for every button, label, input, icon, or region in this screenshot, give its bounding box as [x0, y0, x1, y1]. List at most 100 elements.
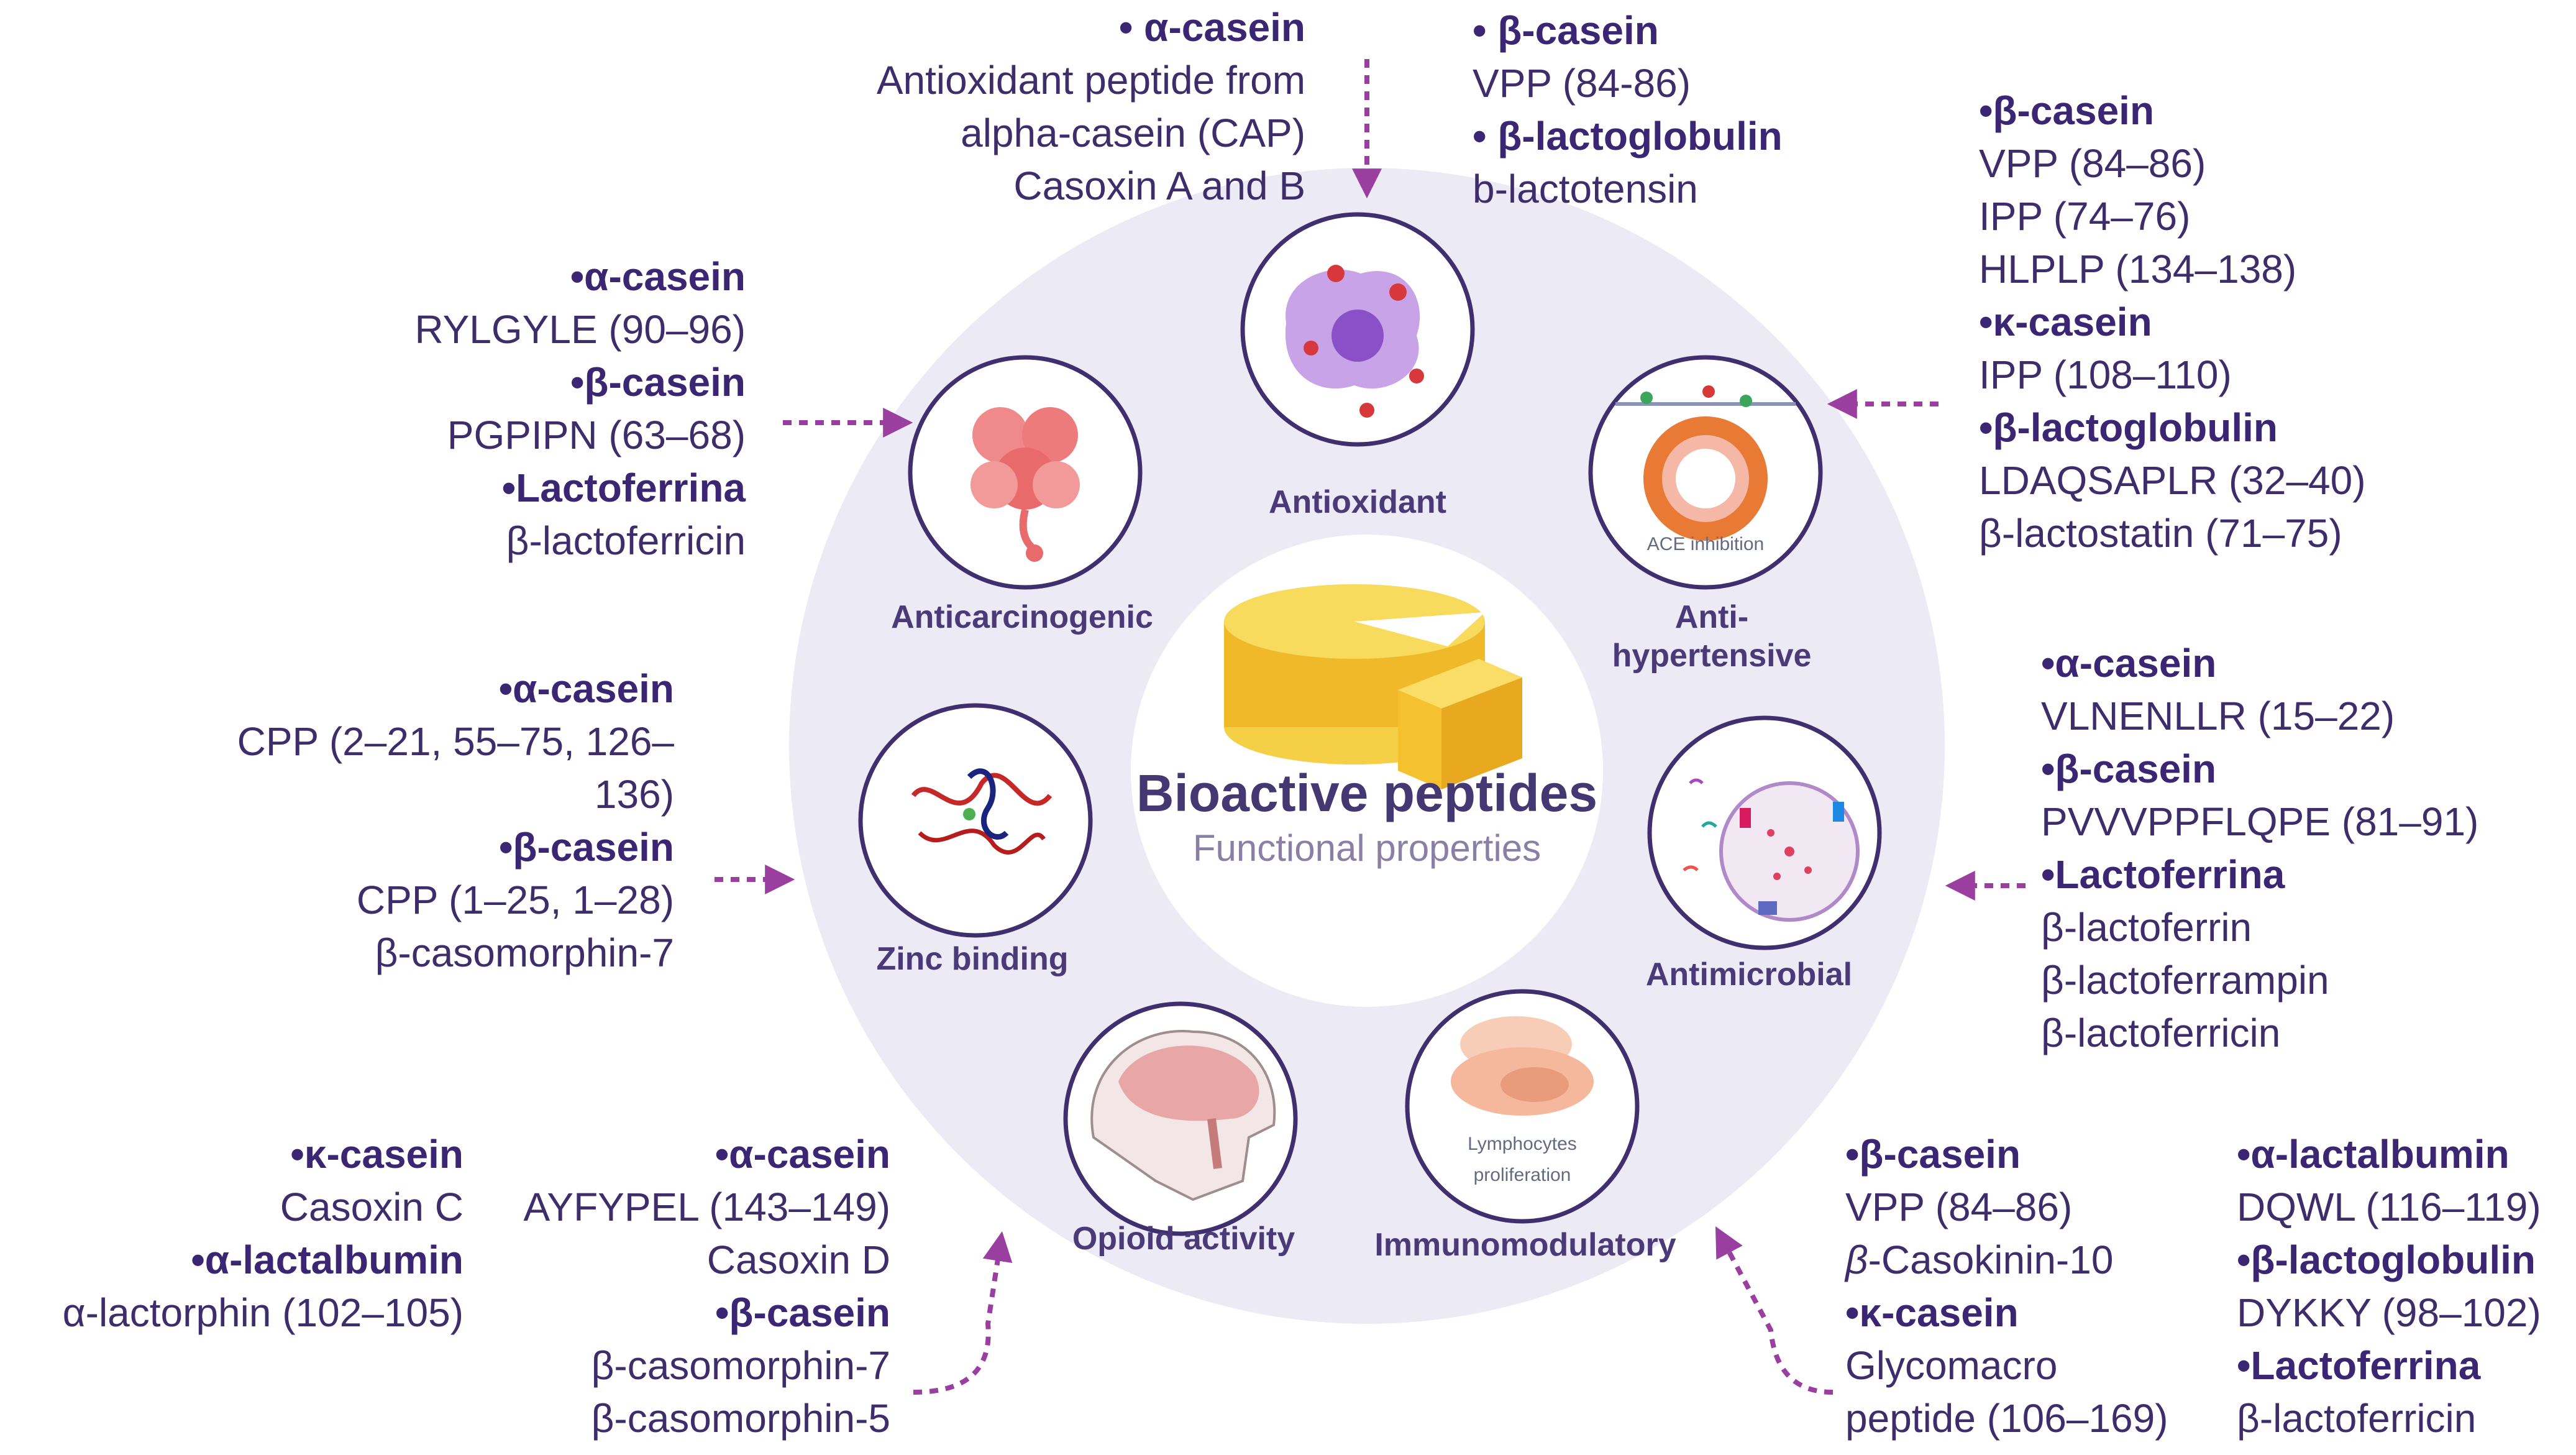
list-heading: •β-lactoglobulin — [2237, 1237, 2536, 1282]
list-item: Casoxin D — [706, 1237, 890, 1282]
list-item: β-casomorphin-5 — [591, 1396, 890, 1441]
list-heading: •α-lactalbumin — [191, 1237, 464, 1282]
list-heading: •β-casein — [2041, 746, 2217, 791]
list-item: β-casomorphin-7 — [591, 1343, 890, 1388]
list-item: PVVVPPFLQPE (81–91) — [2041, 799, 2479, 844]
list-item: DYKKY (98–102) — [2237, 1290, 2541, 1335]
opioid-node: Opioid activity — [1063, 1001, 1298, 1257]
list-item: LDAQSAPLR (32–40) — [1979, 458, 2366, 503]
antihypertensive-node: ACE inhibition Anti- hypertensive — [1588, 355, 1823, 674]
opioid-label: Opioid activity — [1072, 1221, 1295, 1257]
zinc-binding-label: Zinc binding — [876, 941, 1068, 977]
list-item: β-lactostatin (71–75) — [1979, 511, 2342, 556]
list-item: β-lactoferrin — [2041, 905, 2252, 950]
list-heading: •α-casein — [2041, 641, 2217, 686]
artery-icon — [1615, 385, 1796, 541]
antimicrobial-node: Antimicrobial — [1646, 715, 1882, 993]
list-heading: •β-lactoglobulin — [1979, 405, 2278, 450]
list-item: VPP (84–86) — [1845, 1185, 2073, 1229]
center-subtitle: Functional properties — [1193, 827, 1541, 869]
list-heading: •κ-casein — [1979, 300, 2152, 344]
list-heading: •Lactoferrina — [501, 466, 746, 510]
antihypertensive-label-2: hypertensive — [1612, 638, 1812, 674]
list-item: Antioxidant peptide from — [876, 58, 1305, 103]
brain-icon — [1090, 1030, 1276, 1201]
list-item: alpha-casein (CAP) — [961, 111, 1305, 155]
list-item: Casoxin A and B — [1013, 163, 1305, 208]
list-heading: • α-casein — [1118, 5, 1305, 50]
list-heading: • β-lactoglobulin — [1473, 114, 1783, 158]
lymphocytes-label-1: Lymphocytes — [1468, 1134, 1577, 1154]
list-item: β-lactoferricin — [2237, 1396, 2477, 1441]
anticarcinogenic-node: Anticarcinogenic — [891, 355, 1153, 635]
list-item: HLPLP (134–138) — [1979, 247, 2297, 291]
lymphocytes-label-2: proliferation — [1474, 1165, 1571, 1185]
list-heading: •β-casein — [570, 360, 746, 405]
list-item: α-lactorphin (102–105) — [62, 1290, 464, 1335]
center-title: Bioactive peptides — [1136, 764, 1597, 822]
list-heading: •Lactoferrina — [2237, 1343, 2481, 1388]
arrow-immunomodulatory — [1715, 1226, 1834, 1395]
list-heading: •κ-casein — [290, 1132, 464, 1177]
list-item: Glycomacro — [1845, 1343, 2058, 1388]
list-heading: •α-casein — [570, 254, 746, 299]
immunomodulatory-label: Immunomodulatory — [1374, 1227, 1676, 1263]
list-item: IPP (74–76) — [1979, 194, 2191, 239]
list-heading: •Lactoferrina — [2041, 852, 2285, 897]
list-heading: •α-casein — [715, 1132, 890, 1177]
list-item: Casoxin C — [280, 1185, 464, 1229]
list-heading: •α-lactalbumin — [2237, 1132, 2510, 1177]
cell-icon — [1285, 265, 1424, 418]
list-item: b-lactotensin — [1473, 167, 1698, 211]
tumor-icon — [971, 407, 1080, 562]
list-heading: •α-casein — [498, 666, 674, 711]
list-heading: •β-casein — [1845, 1132, 2021, 1177]
list-heading: •β-casein — [498, 825, 674, 870]
list-item: β-lactoferrampin — [2041, 958, 2329, 1003]
list-heading: •κ-casein — [1845, 1290, 2019, 1335]
antihypertensive-label-1: Anti- — [1675, 599, 1748, 635]
list-item: DQWL (116–119) — [2237, 1185, 2541, 1229]
list-item: CPP (1–25, 1–28) — [356, 878, 674, 922]
antioxidant-label: Antioxidant — [1269, 484, 1446, 520]
lymphocyte-icon — [1451, 1016, 1594, 1116]
list-item: VLNENLLR (15–22) — [2041, 694, 2395, 738]
list-item: β-lactoferricin — [2041, 1011, 2281, 1055]
list-item: β-Casokinin-10 — [1845, 1237, 2114, 1282]
list-heading: • β-casein — [1473, 8, 1659, 53]
cheese-icon — [1224, 584, 1522, 789]
antimicrobial-label: Antimicrobial — [1646, 957, 1852, 993]
bacteria-icon — [1683, 778, 1860, 922]
list-item: CPP (2–21, 55–75, 126– — [237, 719, 674, 764]
immunomodulatory-node: Lymphocytes proliferation Immunomodulato… — [1374, 989, 1676, 1263]
ace-inhibition-label: ACE inhibition — [1647, 534, 1764, 554]
anticarcinogenic-label: Anticarcinogenic — [891, 599, 1153, 635]
list-heading: •β-casein — [1979, 88, 2155, 133]
arrow-opioid — [913, 1231, 1013, 1395]
antioxidant-node: Antioxidant — [1240, 212, 1475, 520]
protein-icon — [911, 768, 1053, 855]
arrows — [715, 59, 2026, 1395]
list-item: AYFYPEL (143–149) — [523, 1185, 890, 1229]
list-item: β-casomorphin-7 — [375, 930, 674, 975]
zinc-binding-node: Zinc binding — [858, 703, 1093, 977]
list-item: VPP (84–86) — [1979, 141, 2206, 186]
list-item: 136) — [594, 772, 674, 817]
list-item: IPP (108–110) — [1979, 352, 2232, 397]
list-item: peptide (106–169) — [1845, 1396, 2168, 1441]
list-item: β-lactoferricin — [506, 518, 746, 563]
list-item: RYLGYLE (90–96) — [414, 307, 746, 352]
list-heading: •β-casein — [715, 1290, 890, 1335]
list-item: VPP (84-86) — [1473, 61, 1691, 106]
